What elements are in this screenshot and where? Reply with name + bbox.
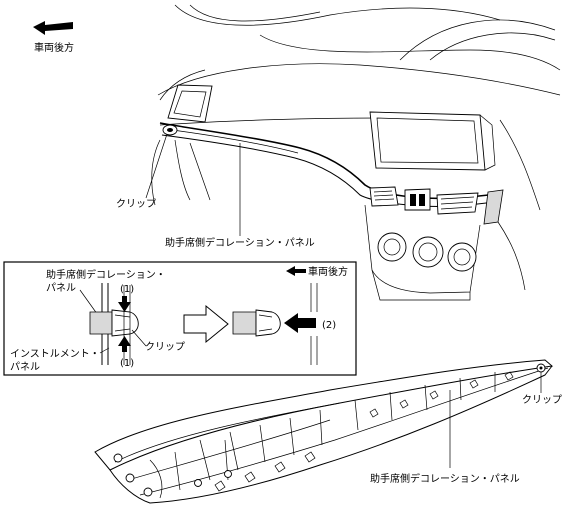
dashboard-illustration <box>151 4 561 301</box>
inset-panel-label-line2: パネル <box>46 282 76 294</box>
clip-top-marker <box>162 124 178 136</box>
inset-panel-label-line1: 助手席側デコレーション・ <box>46 268 166 281</box>
inset-clip-label: クリップ <box>145 341 185 353</box>
hollow-arrow-right-icon <box>183 304 229 344</box>
inset-num-1-lower: (1) <box>120 358 134 369</box>
panel-bottom-label: 助手席側デコレーション・パネル <box>370 472 520 485</box>
inset-instrument-panel-edge <box>310 283 318 365</box>
inset-instrument-leader <box>99 347 110 354</box>
inset-num-1-upper: (1) <box>120 284 134 295</box>
clip-top-label: クリップ <box>116 198 156 210</box>
clip-bottom-marker <box>536 363 546 373</box>
clip-top-leader <box>145 133 168 199</box>
arrow-down-icon <box>118 296 131 312</box>
inset-vehicle-rear-label: 車両後方 <box>308 265 348 278</box>
solid-arrow-left-icon <box>284 313 316 333</box>
decoration-panel-removed <box>94 359 554 504</box>
inset-vehicle-rear-arrow-icon <box>286 266 306 276</box>
clip-bottom-label: クリップ <box>522 394 562 406</box>
inset-instrument-label-line2: パネル <box>10 361 40 373</box>
inset-num-2: (2) <box>322 320 336 331</box>
arrow-up-icon <box>118 336 131 352</box>
inset-clip-leader <box>131 329 147 347</box>
vehicle-rear-arrow-icon <box>33 21 73 35</box>
panel-top-label: 助手席側デコレーション・パネル <box>165 236 315 249</box>
inset-instrument-label-line1: インストルメント・ <box>10 349 100 360</box>
vehicle-rear-label: 車両後方 <box>34 41 74 54</box>
inset-clip-after <box>232 309 281 337</box>
